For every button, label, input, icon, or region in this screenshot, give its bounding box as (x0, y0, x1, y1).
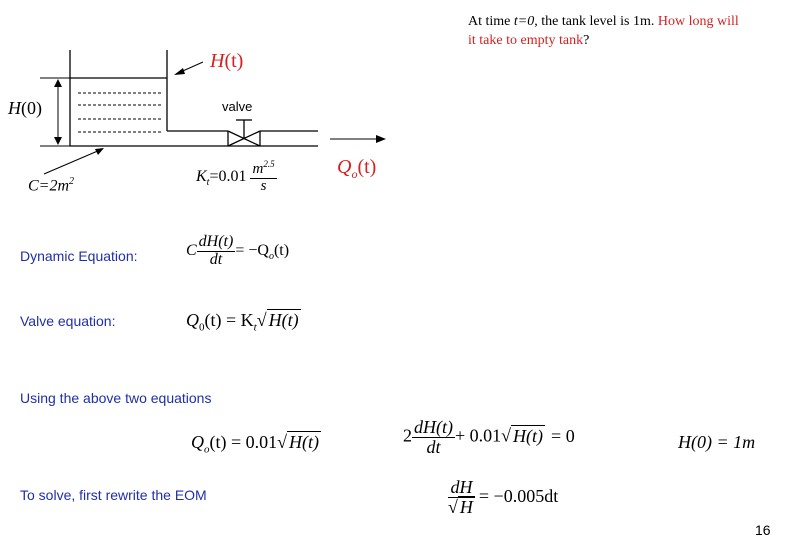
question-red-2: it take to empty tank (468, 33, 584, 48)
question-line-1: At time t=0, the tank level is 1m. How l… (468, 12, 739, 31)
qo-label-sub: o (351, 167, 358, 181)
c-pointer-line (43, 149, 101, 175)
valve-equation: Q0(t) = Kt√H(t) (186, 309, 301, 334)
h0-arrow-down (54, 137, 62, 145)
separated-equation: dH√H= −0.005dt (448, 478, 558, 517)
ht-label-arg: (t) (224, 50, 244, 72)
dynamic-num: dH(t) (196, 233, 236, 252)
question-end: ? (583, 33, 590, 48)
h0-label-h: H (8, 98, 21, 118)
valve-eq-q: Q (186, 310, 199, 330)
dynamic-rhs: = −Q (235, 241, 269, 259)
dynamic-equation-label: Dynamic Equation: (20, 248, 138, 264)
eom-den-sqrt-body: H (457, 495, 475, 517)
eq2-end: = 0 (551, 425, 575, 446)
eom-den-sqrt-sign: √ (448, 496, 458, 517)
kt-units-num: m2.5 (250, 159, 277, 179)
using-label: Using the above two equations (20, 390, 212, 406)
combined-flow-equation: Qo(t) = 0.01√H(t) (191, 431, 322, 456)
question-prefix: At time (468, 14, 514, 29)
valve-eq-sqrt-sign: √ (256, 310, 267, 330)
outflow-arrow-head (376, 135, 386, 143)
dynamic-den: dt (209, 250, 223, 268)
eq1-q: Q (191, 432, 204, 452)
eq1-sqrt-body: H(t) (287, 431, 322, 452)
c-label-exp: 2 (69, 176, 75, 187)
question-mid: , the tank level is 1m. (534, 14, 658, 29)
ht-pointer-head (174, 68, 185, 75)
valve-body-2 (227, 130, 261, 147)
qo-label-q: Q (337, 156, 352, 178)
kt-units-fraction: m2.5 s (250, 159, 277, 195)
dynamic-c: C (186, 241, 197, 259)
kt-units-exp: 2.5 (263, 159, 275, 169)
eq1-q-sub: o (204, 443, 210, 456)
eq1-sqrt-sign: √ (277, 432, 288, 452)
eq2-sqrt-body: H(t) (511, 424, 546, 446)
valve-equation-label: Valve equation: (20, 313, 116, 329)
valve-label: valve (222, 99, 253, 114)
eq2-sqrt-sign: √ (501, 425, 512, 446)
ht-label-h: H (210, 50, 225, 72)
question-time-var: t=0 (513, 14, 535, 29)
eq2-mid: + 0.01 (455, 425, 502, 446)
h0-label: H(0) (8, 98, 42, 119)
eq2-num: dH(t) (412, 417, 455, 438)
valve-eq-sqrt-body: H(t) (266, 309, 301, 330)
eom-num: dH (448, 478, 475, 498)
question-text: At time t=0, the tank level is 1m. How l… (468, 12, 739, 50)
kt-units-m: m (252, 161, 264, 177)
valve-eq-k-sub: t (253, 321, 257, 334)
c-label-text: C=2m (28, 177, 70, 195)
eom-den: √H (448, 495, 475, 517)
c-label: C=2m2 (28, 176, 74, 195)
page-number: 16 (755, 522, 771, 538)
ht-label: H(t) (210, 50, 243, 73)
qo-label-arg: (t) (357, 156, 377, 178)
valve-eq-q-sub: 0 (199, 321, 205, 334)
eom-rhs: = −0.005dt (478, 485, 559, 506)
eq2-fraction: dH(t)dt (412, 418, 455, 457)
question-line-2: it take to empty tank? (468, 31, 739, 50)
eq2-den: dt (426, 436, 441, 457)
dynamic-rhs-sub: o (268, 251, 274, 263)
h0-label-arg: (0) (21, 98, 42, 118)
kt-label: Kt=0.01 m2.5 s (196, 159, 277, 195)
solve-label: To solve, first rewrite the EOM (20, 487, 207, 503)
valve-eq-mid: (t) = K (204, 310, 254, 330)
kt-units-den: s (260, 177, 267, 194)
h0-arrow-up (54, 79, 62, 87)
question-red-1: How long will (657, 14, 739, 29)
eq2-coef: 2 (403, 425, 412, 446)
kt-label-k: K (196, 167, 207, 185)
kt-label-value: =0.01 (209, 167, 247, 185)
eom-fraction: dH√H (448, 478, 475, 517)
eq1-mid: (t) = 0.01 (209, 432, 278, 452)
initial-condition: H(0) = 1m (678, 432, 756, 452)
c-pointer-head (95, 148, 104, 155)
qo-label: Qo(t) (337, 156, 376, 182)
dynamic-rhs-arg: (t) (273, 241, 290, 259)
dynamic-fraction: dH(t)dt (196, 233, 236, 269)
kt-label-sub: t (206, 177, 210, 189)
